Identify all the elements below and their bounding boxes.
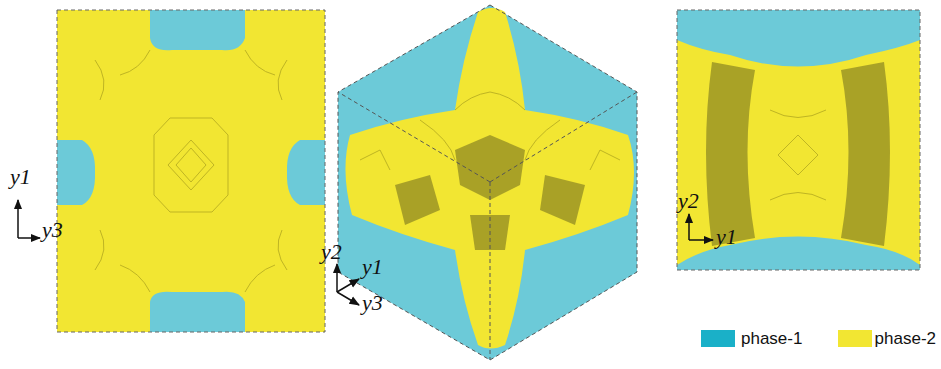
legend-swatch xyxy=(838,330,872,347)
axis-triads xyxy=(18,200,713,305)
legend-swatch xyxy=(701,330,735,347)
axis-label: y1 xyxy=(10,166,31,188)
view-isometric xyxy=(338,5,637,360)
legend-text: phase-2 xyxy=(875,330,936,347)
view-y1-y3 xyxy=(57,10,325,332)
view-y2-y1 xyxy=(677,10,920,270)
axis-label: y3 xyxy=(362,292,383,314)
axis-label: y1 xyxy=(716,226,737,248)
axis-label: y3 xyxy=(42,219,63,241)
axis-label: y2 xyxy=(678,190,699,212)
axis-label: y2 xyxy=(321,241,342,263)
legend-text: phase-1 xyxy=(741,330,802,347)
axis-label: y1 xyxy=(362,256,383,278)
